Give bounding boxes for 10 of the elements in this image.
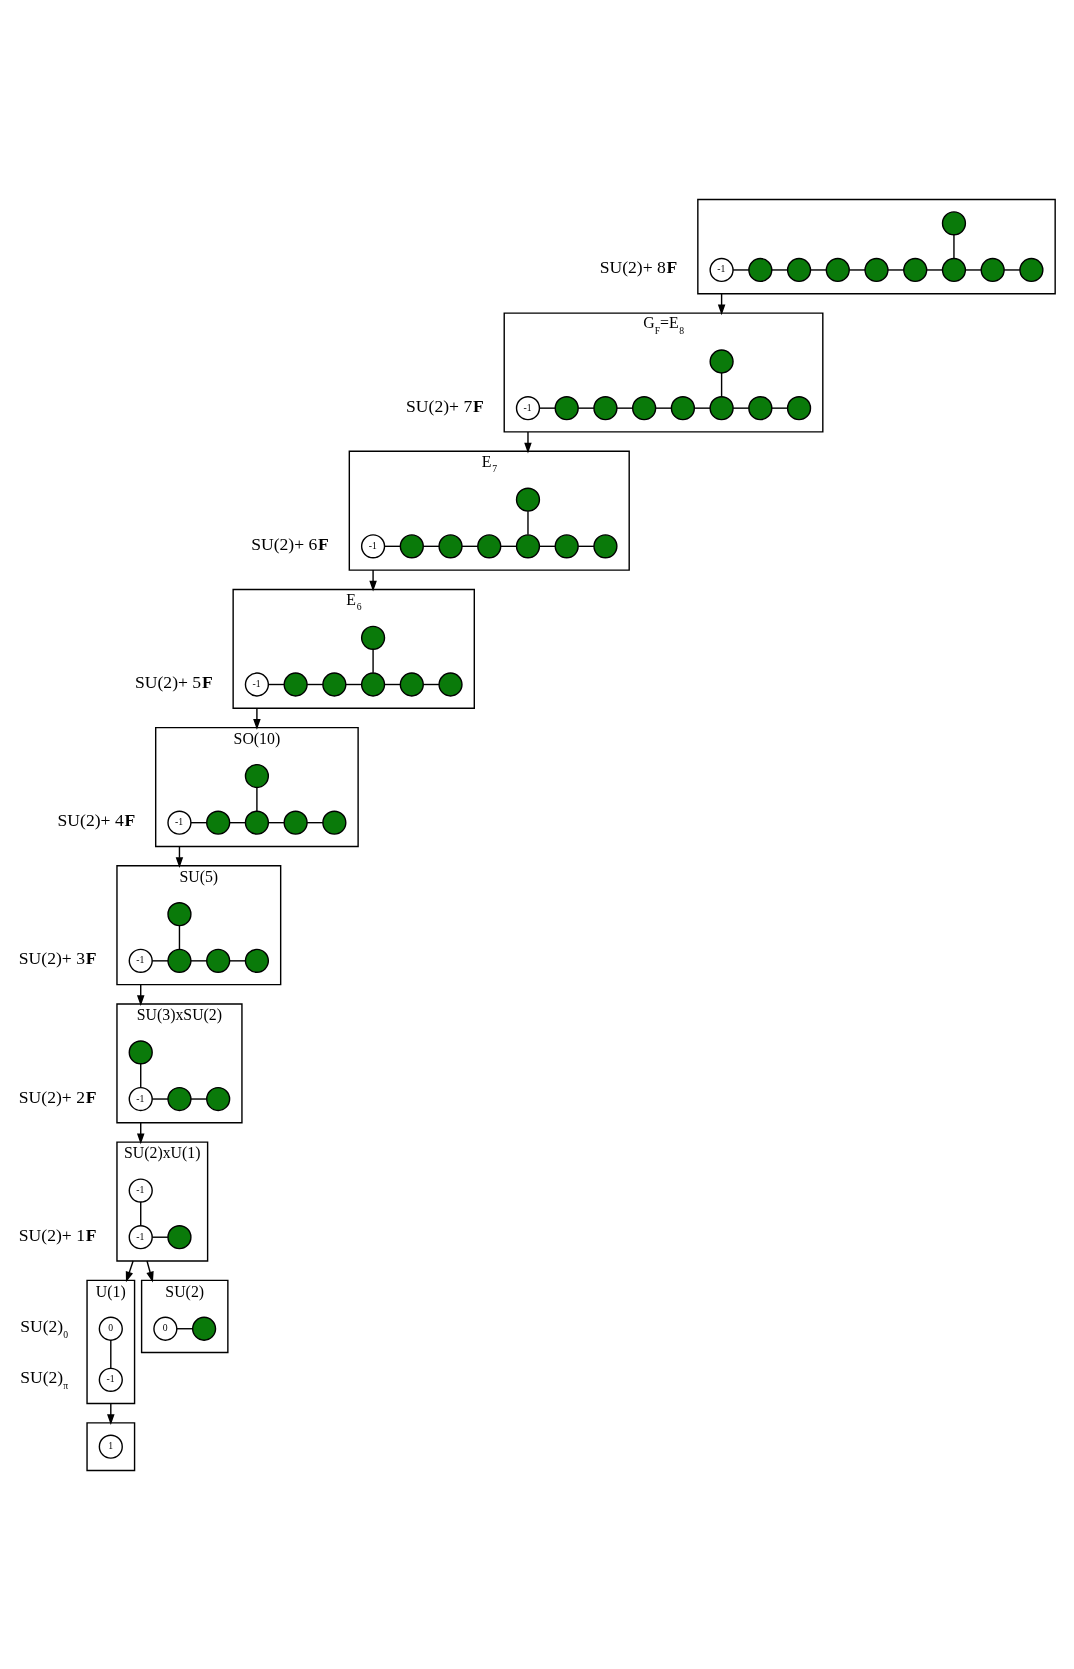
label: SU(2)$_{π}$: [20, 1366, 69, 1391]
label: SU(2)+ 4F: [57, 809, 136, 830]
label: SU(2)+ 3F: [18, 947, 97, 968]
label: SU(2)+ 2F: [18, 1086, 97, 1107]
label: SU(2)+ 6F: [251, 533, 329, 554]
label: SU(2)+ 5F: [135, 671, 213, 692]
label: SU(2)+ 8F: [599, 256, 678, 277]
label: SU(2)+ 7F: [406, 395, 484, 416]
label: SU(2)+ 1F: [18, 1224, 97, 1245]
label: SU(2)$_{0}$: [20, 1315, 69, 1340]
